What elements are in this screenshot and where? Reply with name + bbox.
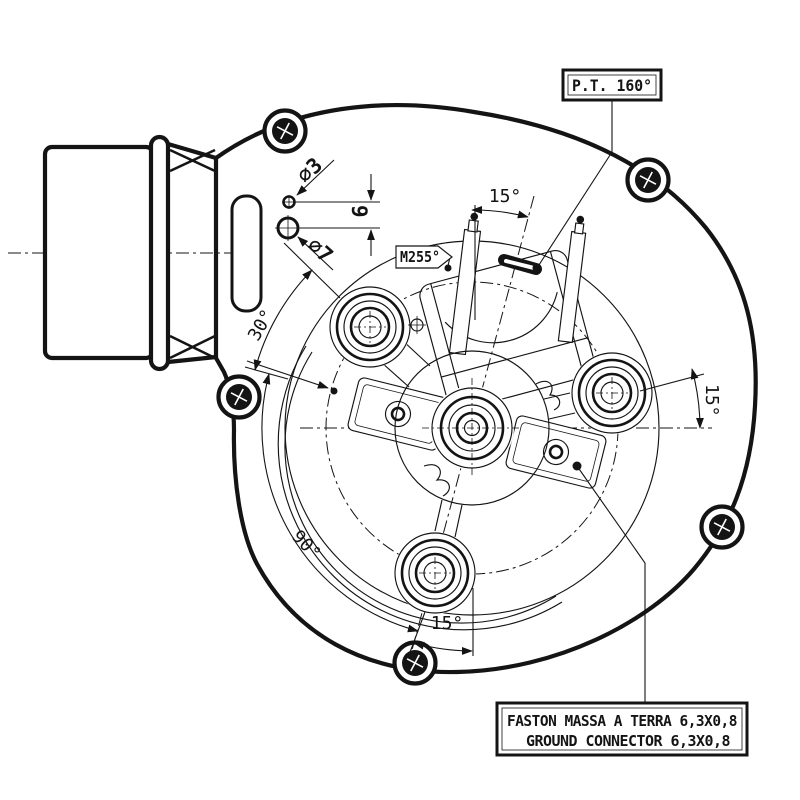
radius-leader-dot	[330, 387, 338, 395]
ground-connector-label: FASTON MASSA A TERRA 6,3X0,8 GROUND CONN…	[495, 461, 749, 757]
screw-head	[262, 108, 308, 154]
m255-flag: M255°	[395, 245, 453, 272]
duct-transition	[165, 141, 219, 365]
screw-head	[216, 374, 262, 420]
terminal-tip-dot	[576, 215, 585, 224]
small-pilot-hole-cross	[408, 316, 426, 334]
pt-leader-dot	[532, 263, 542, 273]
duct-body	[42, 144, 156, 361]
radius-leader	[246, 360, 329, 389]
screw-head	[699, 504, 745, 550]
leader-dia3	[296, 159, 335, 196]
pt-label: P.T. 160°	[572, 76, 652, 95]
screw-head	[625, 157, 671, 203]
mounting-grommet-right	[571, 352, 653, 434]
ground-leader-dot	[572, 461, 582, 471]
ground-label-line1: FASTON MASSA A TERRA 6,3X0,8	[507, 712, 737, 730]
duct-flange	[148, 134, 171, 372]
spring-clip-upper	[535, 380, 561, 411]
ground-label-line2: GROUND CONNECTOR 6,3X0,8	[526, 732, 730, 750]
thermal-protector-label: P.T. 160°	[532, 68, 663, 273]
outlet-duct	[8, 134, 263, 372]
faston-terminal-right	[557, 215, 587, 344]
motor-hub	[394, 350, 550, 506]
mounting-grommet-bottom	[394, 532, 476, 614]
dim-angle-bottom: 15°	[431, 613, 464, 634]
screw-head	[392, 640, 438, 686]
dim-hole-spacing: 9	[347, 205, 371, 218]
faston-terminal-left	[448, 212, 482, 356]
mounting-grommet-top-left	[329, 286, 411, 368]
dim-angle-right: 15°	[701, 384, 722, 417]
spring-clip-lower	[423, 464, 450, 497]
housing-slot-cutout	[230, 194, 263, 313]
motor-bracket-right	[505, 415, 607, 489]
m255-label: M255°	[400, 248, 440, 266]
thermal-protector-bar	[498, 254, 542, 275]
leader-dia7	[297, 236, 334, 271]
dim-angle-top: 15°	[489, 186, 522, 207]
